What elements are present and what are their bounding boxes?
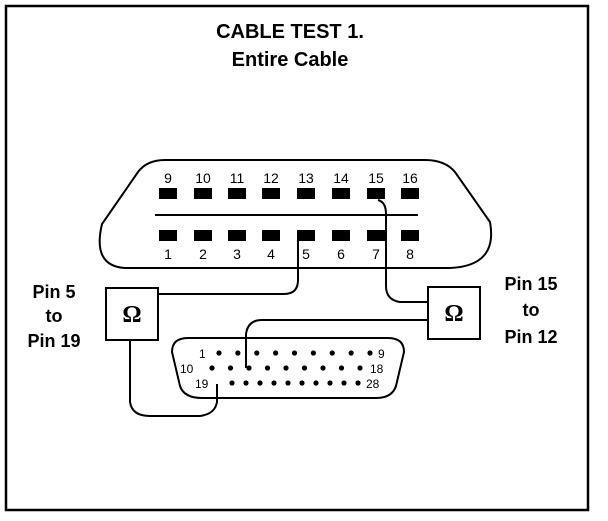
pin-label-10: 10 [195,170,211,186]
connector-28-label-10: 10 [180,362,194,376]
pin-16 [401,188,419,199]
pin-label-8: 8 [406,246,414,262]
pin-5 [297,230,315,241]
pin-2 [194,230,212,241]
db-pin-12 [246,365,252,371]
db-pin-2 [235,350,241,356]
db-pin-7 [329,350,335,356]
connector-16-body [98,159,493,269]
db-pin-1 [216,350,222,356]
pin-13 [297,188,315,199]
db-pin-4 [273,350,279,356]
db-pin-6 [310,350,316,356]
pin-label-1: 1 [164,246,172,262]
pin-3 [228,230,246,241]
pin-label-16: 16 [402,170,418,186]
db-pin-25 [313,380,319,386]
pin-label-14: 14 [333,170,349,186]
pin-label-5: 5 [302,246,310,262]
pin-label-3: 3 [233,246,241,262]
title-line-2: Entire Cable [232,49,349,71]
right-ohmmeter [427,286,481,340]
pin-label-6: 6 [337,246,345,262]
db-pin-3 [254,350,260,356]
right-label-line-3: Pin 12 [504,327,557,347]
wire-right-meter-to-pin12 [245,319,428,368]
left-ohmmeter [105,287,159,341]
db-pin-18 [357,365,363,371]
connector-28-label-28: 28 [366,377,380,391]
connector-28-label-18: 18 [370,362,384,376]
connector-16-bottom-row: 1 2 3 4 5 6 7 8 [159,230,419,262]
connector-28-label-19: 19 [195,377,209,391]
pin-label-4: 4 [267,246,275,262]
wire-pin5-to-left-meter [158,240,299,295]
pin-label-13: 13 [298,170,314,186]
wire-pin15-to-right-meter [377,199,428,303]
db-pin-22 [271,380,277,386]
db-pin-16 [320,365,326,371]
db-pin-28 [355,380,361,386]
connector-28-label-9: 9 [378,347,385,361]
db-pin-17 [338,365,345,371]
pin-11 [228,188,246,199]
pin-12 [262,188,280,199]
db-pin-5 [291,350,298,356]
db-pin-8 [348,350,354,356]
db-pin-19 [229,380,235,386]
db-pin-10 [209,365,215,371]
db-pin-20 [243,380,249,386]
pin-label-9: 9 [164,170,172,186]
right-ohm-symbol: Ω [444,301,463,327]
pin-label-7: 7 [372,246,380,262]
db-pin-13 [264,365,271,371]
right-label-line-2: to [523,300,540,320]
pin-10 [194,188,212,199]
left-ohm-symbol: Ω [122,302,141,328]
connector-28-pins [209,350,373,386]
right-label-line-1: Pin 15 [504,274,557,294]
pin-4 [262,230,280,241]
db-pin-15 [301,365,308,371]
db-pin-11 [227,365,234,371]
pin-8 [401,230,419,241]
wire-left-meter-to-pin19 [129,340,218,417]
db-pin-21 [257,380,263,386]
left-label-line-3: Pin 19 [27,331,80,351]
pin-7 [367,230,385,241]
pin-label-2: 2 [199,246,207,262]
pin-15 [367,188,385,199]
left-label-line-2: to [46,306,63,326]
frame-border [4,4,590,512]
pin-9 [159,188,177,199]
db-pin-23 [285,380,291,386]
pin-1 [159,230,177,241]
pin-label-12: 12 [263,170,279,186]
left-label-line-1: Pin 5 [32,282,75,302]
db-pin-27 [341,380,347,386]
pin-label-15: 15 [368,170,384,186]
connector-16-top-row: 9 10 11 12 13 14 15 16 [159,170,419,199]
db-pin-14 [283,365,289,371]
connector-28-body [170,337,406,399]
pin-14 [332,188,350,199]
db-pin-26 [327,380,333,386]
connector-28-label-1: 1 [199,347,206,361]
pin-6 [332,230,350,241]
db-pin-9 [367,350,373,356]
db-pin-24 [299,380,305,386]
pin-label-11: 11 [230,170,245,186]
title-line-1: CABLE TEST 1. [216,21,364,43]
